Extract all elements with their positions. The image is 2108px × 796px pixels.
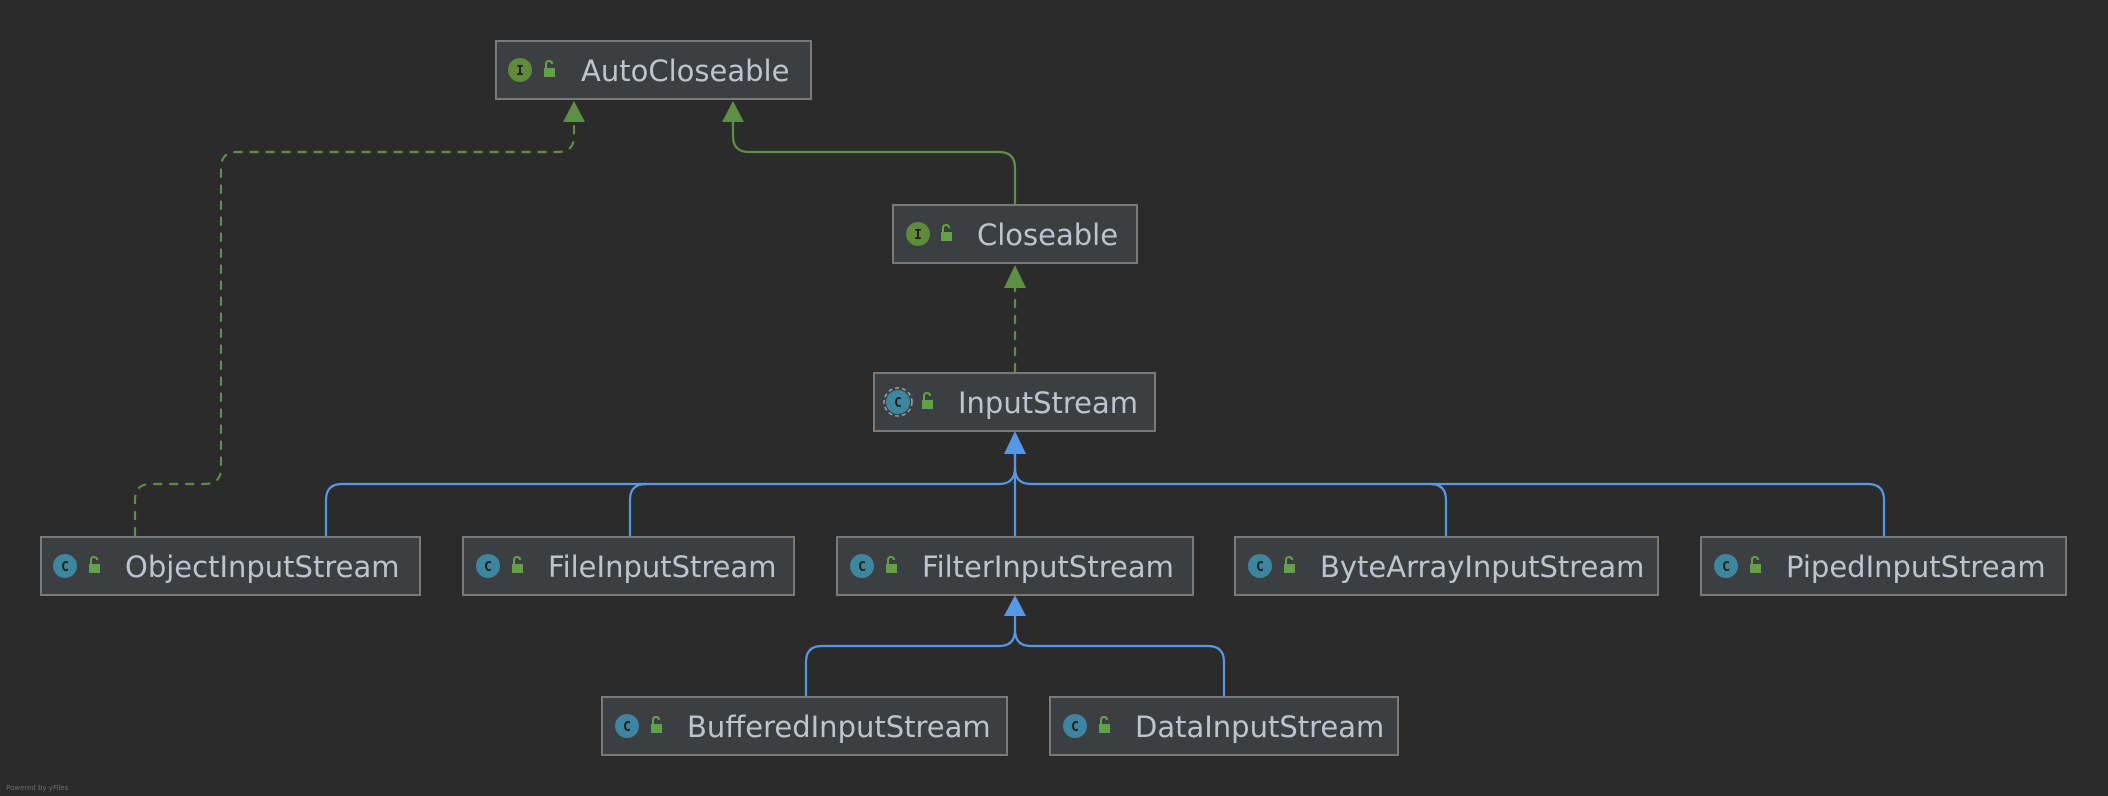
class-badge-icon — [615, 714, 639, 738]
svg-text:C: C — [623, 720, 631, 735]
svg-text:C: C — [61, 560, 69, 575]
node-label: FilterInputStream — [922, 550, 1174, 584]
arrowhead-closeable — [1004, 265, 1026, 288]
edge-closeable-autocloseable — [731, 122, 1017, 204]
edges — [133, 122, 1886, 696]
node-label: FileInputStream — [548, 550, 777, 584]
unlock-icon — [89, 555, 100, 573]
node-inputstream[interactable]: C InputStream — [873, 372, 1156, 432]
interface-badge-icon — [906, 222, 930, 246]
node-label: PipedInputStream — [1786, 550, 2046, 584]
node-bytearrayinputstream[interactable]: C ByteArrayInputStream — [1234, 536, 1659, 596]
class-badge-icon — [53, 554, 77, 578]
edge-pipedinputstream-inputstream — [1430, 482, 1886, 536]
svg-text:I: I — [516, 64, 524, 79]
class-badge-icon — [1248, 554, 1272, 578]
edge-bytearrayinputstream-inputstream — [1013, 467, 1448, 536]
unlock-icon — [1750, 555, 1761, 573]
node-bufferedinputstream[interactable]: C BufferedInputStream — [601, 696, 1008, 756]
unlock-icon — [544, 59, 555, 77]
class-badge-icon — [1714, 554, 1738, 578]
arrowhead-autocloseable-right — [722, 101, 744, 122]
svg-text:C: C — [1071, 720, 1079, 735]
unlock-icon — [1284, 555, 1295, 573]
node-label: ByteArrayInputStream — [1320, 550, 1644, 584]
class-badge-icon — [850, 554, 874, 578]
unlock-icon — [886, 555, 897, 573]
node-pipedinputstream[interactable]: C PipedInputStream — [1700, 536, 2067, 596]
interface-badge-icon — [508, 58, 532, 82]
class-badge-icon — [476, 554, 500, 578]
node-filterinputstream[interactable]: C FilterInputStream — [836, 536, 1194, 596]
unlock-icon — [651, 715, 662, 733]
node-datainputstream[interactable]: C DataInputStream — [1049, 696, 1399, 756]
edge-bufferedinputstream-filterinputstream — [804, 616, 1017, 696]
class-badge-icon — [1063, 714, 1087, 738]
svg-text:C: C — [1256, 560, 1264, 575]
abstract-class-badge-icon — [886, 390, 910, 414]
arrowheads — [563, 101, 1026, 616]
arrowhead-filterinputstream — [1004, 595, 1026, 616]
svg-text:I: I — [914, 228, 922, 243]
unlock-icon — [941, 223, 952, 241]
arrowhead-autocloseable-left — [563, 101, 585, 122]
node-autocloseable[interactable]: I AutoCloseable — [495, 40, 812, 100]
powered-by-footer: Powered by yFiles — [6, 784, 69, 792]
edge-datainputstream-filterinputstream — [1013, 629, 1226, 696]
node-label: InputStream — [958, 386, 1138, 420]
node-label: AutoCloseable — [581, 54, 789, 88]
unlock-icon — [1099, 715, 1110, 733]
edge-fileinputstream-inputstream — [628, 482, 647, 536]
svg-text:C: C — [484, 560, 492, 575]
node-label: BufferedInputStream — [687, 710, 991, 744]
edge-objectinputstream-inputstream — [324, 454, 1017, 536]
svg-text:C: C — [894, 396, 902, 411]
svg-text:C: C — [858, 560, 866, 575]
arrowhead-inputstream — [1004, 431, 1026, 454]
node-label: Closeable — [977, 218, 1118, 252]
unlock-icon — [922, 391, 933, 409]
svg-text:C: C — [1722, 560, 1730, 575]
node-objectinputstream[interactable]: C ObjectInputStream — [40, 536, 421, 596]
node-label: ObjectInputStream — [125, 550, 399, 584]
node-label: DataInputStream — [1135, 710, 1384, 744]
node-closeable[interactable]: I Closeable — [892, 204, 1138, 264]
unlock-icon — [512, 555, 523, 573]
edge-objectinputstream-autocloseable — [133, 122, 576, 536]
node-fileinputstream[interactable]: C FileInputStream — [462, 536, 795, 596]
